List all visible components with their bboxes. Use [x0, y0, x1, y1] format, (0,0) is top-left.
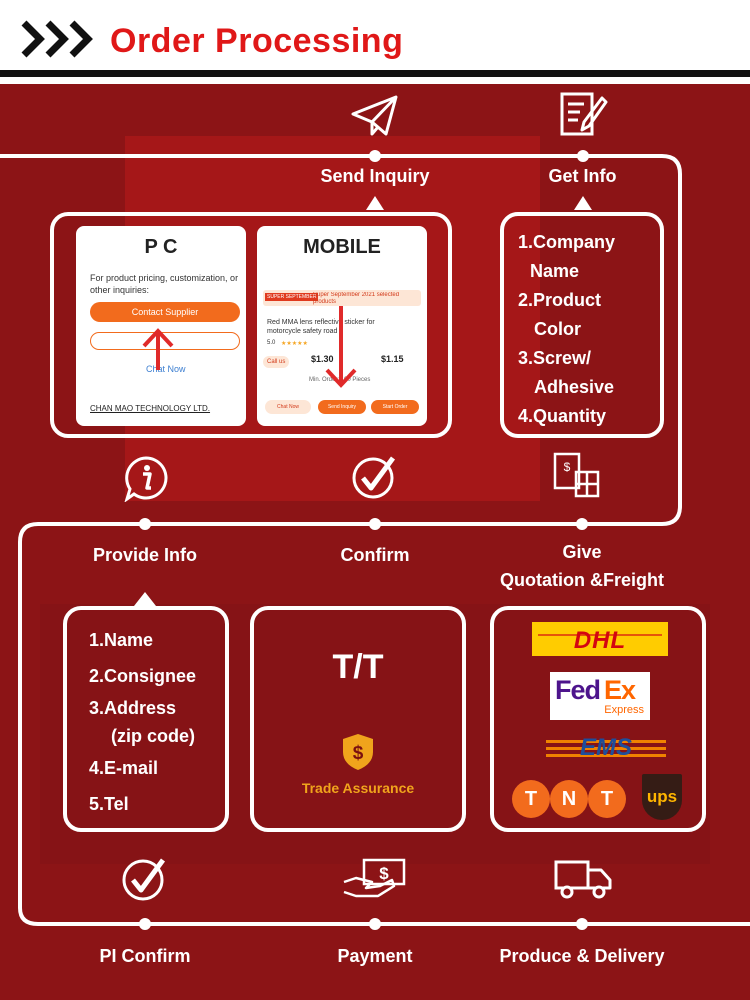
- product-rating: 5.0: [267, 340, 276, 346]
- promo-banner[interactable]: SUPER SEPTEMBER Super September 2021 sel…: [263, 290, 421, 306]
- header-divider: [0, 70, 750, 77]
- shield-dollar-icon: $: [343, 734, 373, 770]
- trade-assurance-label: Trade Assurance: [301, 780, 415, 796]
- list-item: 4.E-mail: [89, 758, 159, 778]
- step-provide-info: Provide Info: [92, 545, 197, 565]
- list-item: Name: [530, 261, 580, 281]
- mobile-inquiry-card: MOBILE SUPER SEPTEMBER Super September 2…: [257, 226, 427, 426]
- process-stage: Send Inquiry Get Info P C For product pr…: [0, 84, 750, 1000]
- list-item: (zip code): [111, 726, 195, 746]
- send-inquiry-button[interactable]: Send Inquiry: [318, 400, 366, 414]
- info-icon: [124, 456, 168, 502]
- check-circle-icon: [122, 858, 166, 901]
- pc-card-title: P C: [144, 236, 178, 258]
- step-send-inquiry: Send Inquiry: [320, 166, 430, 186]
- list-item: 3.Address: [89, 698, 177, 718]
- payment-method: T/T: [332, 648, 384, 686]
- provide-info-list: 1.Name 2.Consignee 3.Address (zip code) …: [89, 622, 196, 822]
- paper-plane-icon: [351, 95, 398, 136]
- step-produce-delivery: Produce & Delivery: [499, 946, 665, 966]
- step-give: Give: [562, 542, 602, 562]
- list-item: 5.Tel: [89, 794, 129, 814]
- list-item: 3.Screw/: [518, 348, 592, 368]
- provide-info-box: 1.Name 2.Consignee 3.Address (zip code) …: [63, 606, 229, 832]
- start-order-button[interactable]: Start Order: [371, 400, 419, 414]
- inquiry-screens-box: P C For product pricing, customization, …: [50, 212, 452, 438]
- get-info-list: 1.Company Name 2.Product Color 3.Screw/ …: [518, 228, 615, 431]
- list-item: 2.Consignee: [89, 666, 197, 686]
- step-get-info: Get Info: [548, 166, 617, 186]
- header: Order Processing: [0, 0, 750, 82]
- page-title: Order Processing: [110, 22, 404, 60]
- chevrons-icon: [21, 20, 93, 58]
- list-item: Color: [534, 319, 581, 339]
- step-quotation-freight: Quotation &Freight: [500, 570, 664, 590]
- payment-method-box: T/T $ Trade Assurance: [250, 606, 466, 832]
- list-item: 2.Product: [518, 290, 602, 310]
- flow-lines: [0, 150, 750, 930]
- secondary-outline-button[interactable]: [90, 332, 240, 350]
- price-right: $1.15: [381, 354, 404, 364]
- step-confirm: Confirm: [340, 545, 410, 565]
- list-item: 4.Quantity: [518, 406, 607, 426]
- list-item: Adhesive: [534, 377, 615, 397]
- check-circle-icon: [352, 456, 396, 499]
- invoice-boxes-icon: $: [553, 452, 600, 498]
- svg-text:$: $: [379, 864, 389, 883]
- product-title: Red MMA lens reflective sticker for moto…: [267, 319, 375, 335]
- arrow-up-icon: [142, 328, 174, 370]
- mobile-chat-button[interactable]: Chat Now: [265, 400, 311, 414]
- document-pen-icon: [560, 92, 608, 136]
- truck-icon: [554, 860, 612, 899]
- tnt-logo-n: N: [550, 780, 588, 818]
- dhl-logo: DHL: [532, 622, 668, 656]
- tnt-logo-t2: T: [588, 780, 626, 818]
- mobile-card-title: MOBILE: [303, 236, 381, 258]
- carriers-box: DHL Fed Ex Express EMS T N T ups: [490, 606, 706, 832]
- price-left: $1.30: [311, 354, 334, 364]
- step-pi-confirm: PI Confirm: [99, 946, 191, 966]
- pc-company-name[interactable]: CHAN MAO TECHNOLOGY LTD.: [90, 404, 211, 413]
- payment-hand-icon: $: [343, 858, 406, 898]
- ems-logo: EMS: [546, 734, 666, 762]
- get-info-box: 1.Company Name 2.Product Color 3.Screw/ …: [500, 212, 664, 438]
- list-item: 1.Company: [518, 232, 616, 252]
- svg-text:$: $: [564, 460, 571, 474]
- tnt-logo-t1: T: [512, 780, 550, 818]
- fedex-logo: Fed Ex Express: [550, 672, 650, 720]
- chat-now-link[interactable]: Chat Now: [146, 364, 186, 374]
- pc-inquiry-card: P C For product pricing, customization, …: [76, 226, 246, 426]
- svg-text:$: $: [353, 743, 364, 764]
- pc-prompt: For product pricing, customization, or o…: [90, 273, 239, 295]
- step-payment: Payment: [337, 946, 413, 966]
- contact-supplier-button[interactable]: Contact Supplier: [90, 302, 240, 322]
- ups-logo: ups: [642, 774, 682, 820]
- arrow-down-icon: [325, 306, 357, 388]
- call-us-chip[interactable]: Call us: [263, 356, 290, 368]
- list-item: 1.Name: [89, 630, 154, 650]
